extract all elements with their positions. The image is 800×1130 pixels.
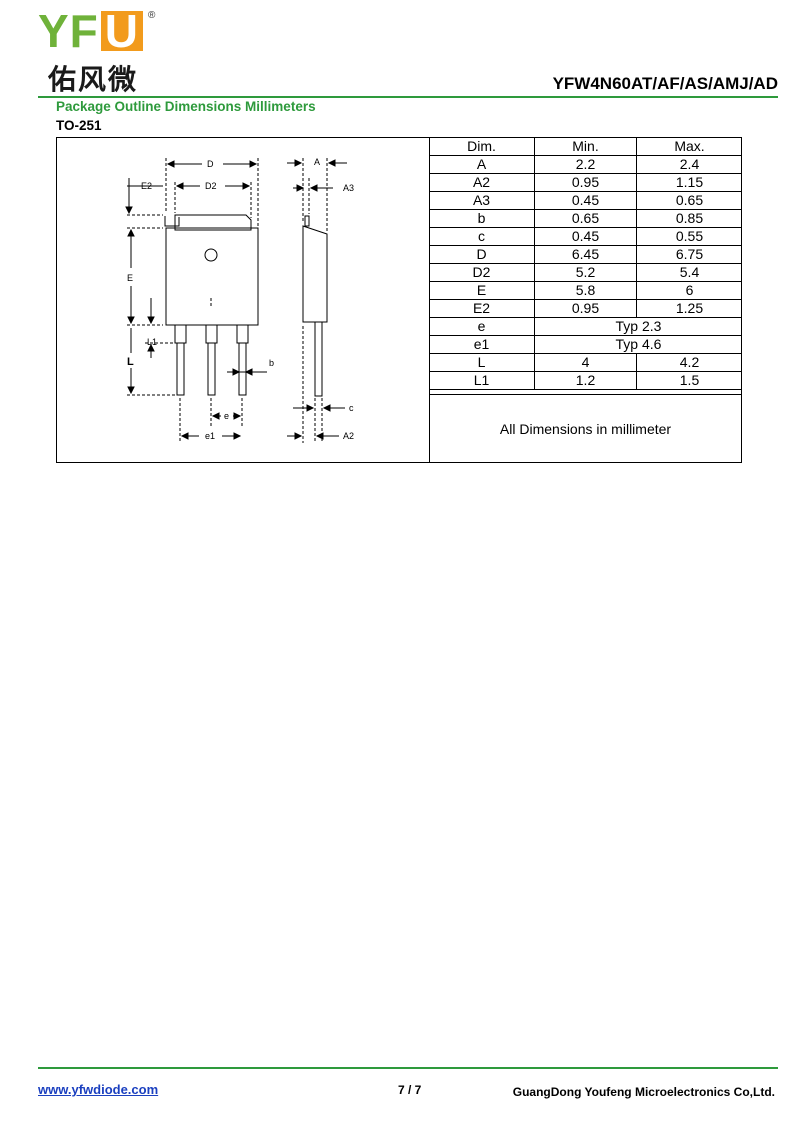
label-e: e [224,411,229,421]
cell-max: 0.85 [636,209,742,228]
package-outline-box: D D2 E2 E L1 L b e e1 A A3 c A2 Dim. Min… [56,137,742,463]
side-tab [304,215,310,227]
label-b: b [269,358,274,368]
note-divider [429,394,742,395]
logo-u-box: U [100,8,144,54]
cell-dim: e1 [429,335,535,354]
label-E2: E2 [141,181,152,191]
lead-2 [207,342,216,396]
to251-outline-drawing: D D2 E2 E L1 L b e e1 A A3 c A2 [125,157,354,443]
label-D2: D2 [205,181,217,191]
header-divider [38,96,778,98]
cell-min: 0.45 [534,227,637,246]
cell-dim: E [429,281,535,300]
cell-dim: e [429,317,535,336]
cell-min: 5.2 [534,263,637,282]
front-body [165,227,259,326]
lead-3 [238,342,247,396]
part-number: YFW4N60AT/AF/AS/AMJ/AD [552,74,778,93]
cell-max: 0.65 [636,191,742,210]
label-D: D [207,159,214,169]
side-body [302,225,328,323]
registered-mark: ® [148,10,156,21]
cell-typ: Typ 4.6 [534,335,742,354]
cell-max: 1.15 [636,173,742,192]
cell-min: 0.45 [534,191,637,210]
label-A: A [314,157,320,167]
label-E: E [127,273,133,283]
mounting-hole [204,248,218,262]
front-tab-edge [164,216,180,227]
table-header-row: Dim. Min. Max. [429,138,742,156]
website-link[interactable]: www.yfwdiode.com [38,1082,159,1097]
cell-dim: L1 [429,371,535,390]
cell-max: 6 [636,281,742,300]
lead-1 [176,342,185,396]
package-label: TO-251 [56,118,102,133]
cell-dim: E2 [429,299,535,318]
package-drawing: D D2 E2 E L1 L b e e1 A A3 c A2 [57,138,430,462]
cell-min: 6.45 [534,245,637,264]
label-A2: A2 [343,431,354,441]
cell-max: 1.25 [636,299,742,318]
cell-max: 4.2 [636,353,742,372]
cell-dim: b [429,209,535,228]
cell-min: 4 [534,353,637,372]
cell-max: 2.4 [636,155,742,174]
cell-max: 5.4 [636,263,742,282]
cell-dim: A [429,155,535,174]
cell-min: 5.8 [534,281,637,300]
lead-1-shoulder [174,324,187,344]
logo-chinese-name: 佑风微 [48,63,139,96]
footer-divider [38,1067,778,1069]
header-max: Max. [636,138,742,156]
lead-2-shoulder [205,324,218,344]
cell-dim: A3 [429,191,535,210]
cell-max: 1.5 [636,371,742,390]
cell-min: 0.65 [534,209,637,228]
lead-3-shoulder [236,324,249,344]
label-e1: e1 [205,431,215,441]
cell-dim: D [429,245,535,264]
label-L1: L1 [147,337,157,347]
dimensions-note: All Dimensions in millimeter [499,420,672,437]
company-name: GuangDong Youfeng Microelectronics Co,Lt… [512,1085,775,1099]
section-title: Package Outline Dimensions Millimeters [56,99,316,114]
cell-typ: Typ 2.3 [534,317,742,336]
cell-dim: c [429,227,535,246]
cell-max: 0.55 [636,227,742,246]
cell-min: 0.95 [534,299,637,318]
cell-dim: L [429,353,535,372]
cell-min: 0.95 [534,173,637,192]
cell-min: 1.2 [534,371,637,390]
label-A3: A3 [343,183,354,193]
cell-min: 2.2 [534,155,637,174]
side-lead [314,321,323,397]
header-min: Min. [534,138,637,156]
page-number: 7 / 7 [398,1083,422,1097]
cell-dim: A2 [429,173,535,192]
cell-max: 6.75 [636,245,742,264]
label-c: c [349,403,354,413]
header-dim: Dim. [429,138,535,156]
cell-dim: D2 [429,263,535,282]
label-L: L [127,356,134,368]
